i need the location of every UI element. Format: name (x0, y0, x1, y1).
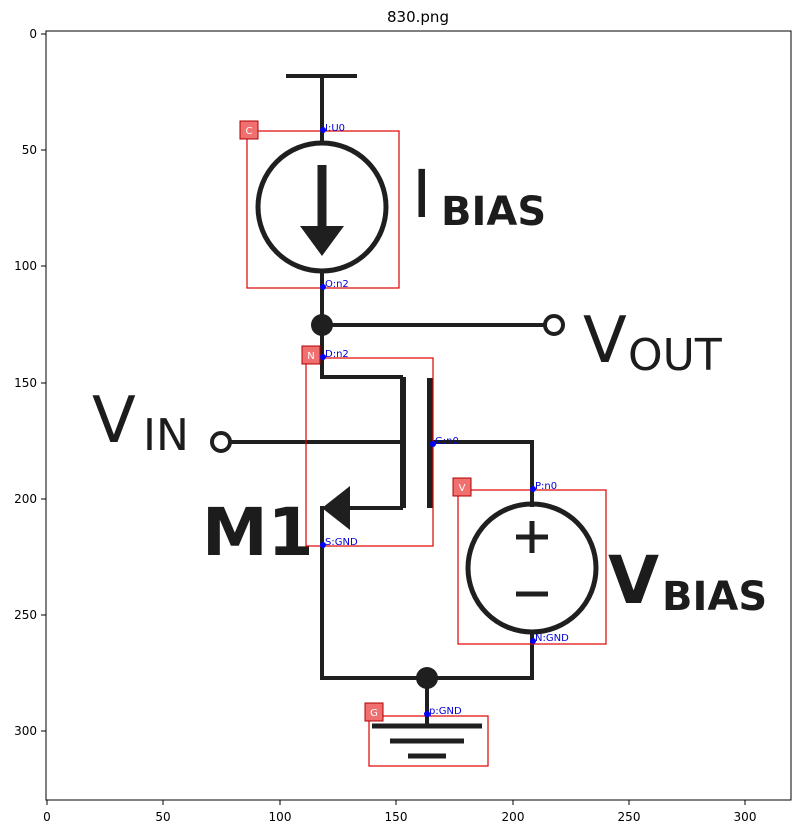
nmos-transistor-symbol (228, 323, 534, 680)
component-tag: N (307, 351, 314, 362)
component-tag-box (452, 477, 472, 497)
y-tick-label: 0 (29, 27, 37, 41)
component-tag: V (459, 483, 466, 494)
pin-label: S:GND (325, 537, 358, 548)
pin-dot (530, 486, 536, 492)
x-tick-label: 200 (502, 810, 525, 824)
vin-terminal (210, 431, 232, 453)
pin-label: N:GND (535, 633, 569, 644)
component-tag-box (239, 120, 259, 140)
pin-dot (430, 441, 436, 447)
x-tick-label: 250 (618, 810, 641, 824)
x-tick-label: 300 (734, 810, 757, 824)
y-tick-label: 150 (14, 376, 37, 390)
y-tick-label: 200 (14, 492, 37, 506)
ibias-label-sub: BIAS (441, 189, 546, 235)
bounding-box (305, 357, 434, 547)
y-axis: 0 50 100 150 200 250 300 (14, 27, 46, 738)
vbias-label-sub: BIAS (662, 574, 767, 620)
pin-dot (320, 354, 326, 360)
pin-label: I:U0 (325, 123, 345, 134)
pin-dot (320, 542, 326, 548)
x-tick-label: 50 (155, 810, 170, 824)
annotation-ground: G p:GND (364, 702, 489, 767)
annotation-current-source: C I:U0 O:n2 (239, 120, 400, 290)
annotation-voltage-source: V P:n0 N:GND (452, 477, 607, 645)
vout-label-main: V (583, 304, 627, 378)
x-axis: 0 50 100 150 200 250 300 (43, 800, 756, 824)
x-tick-label: 100 (269, 810, 292, 824)
ground-symbol (372, 723, 482, 759)
vout-label-sub: OUT (628, 330, 722, 381)
x-tick-label: 0 (43, 810, 51, 824)
pin-label: p:GND (429, 706, 462, 717)
y-tick-label: 300 (14, 724, 37, 738)
pin-label: G:n0 (435, 436, 459, 447)
component-tag: G (370, 708, 378, 719)
component-tag: C (246, 126, 253, 137)
component-tag-box (301, 345, 321, 365)
circuit-schematic: I BIAS V OUT M1 V IN (92, 74, 767, 759)
component-tag-box (364, 702, 384, 722)
vin-label-main: V (92, 384, 136, 458)
y-tick-label: 250 (14, 608, 37, 622)
pin-dot (530, 638, 536, 644)
vin-label-sub: IN (143, 410, 189, 461)
vbias-label-main: V (608, 542, 659, 619)
y-tick-label: 100 (14, 259, 37, 273)
pin-dot (320, 284, 326, 290)
pin-label: O:n2 (325, 279, 349, 290)
figure-title: 830.png (387, 8, 449, 26)
pin-label: P:n0 (535, 481, 557, 492)
annotation-nmos: N D:n2 G:n0 S:GND (301, 345, 459, 548)
ibias-label-main: I (412, 156, 431, 233)
pin-label: D:n2 (325, 349, 349, 360)
vout-terminal (543, 314, 565, 336)
y-tick-label: 50 (22, 143, 37, 157)
x-tick-label: 150 (385, 810, 408, 824)
pin-dot (424, 711, 430, 717)
pin-dot (320, 127, 326, 133)
m1-label: M1 (202, 494, 314, 571)
